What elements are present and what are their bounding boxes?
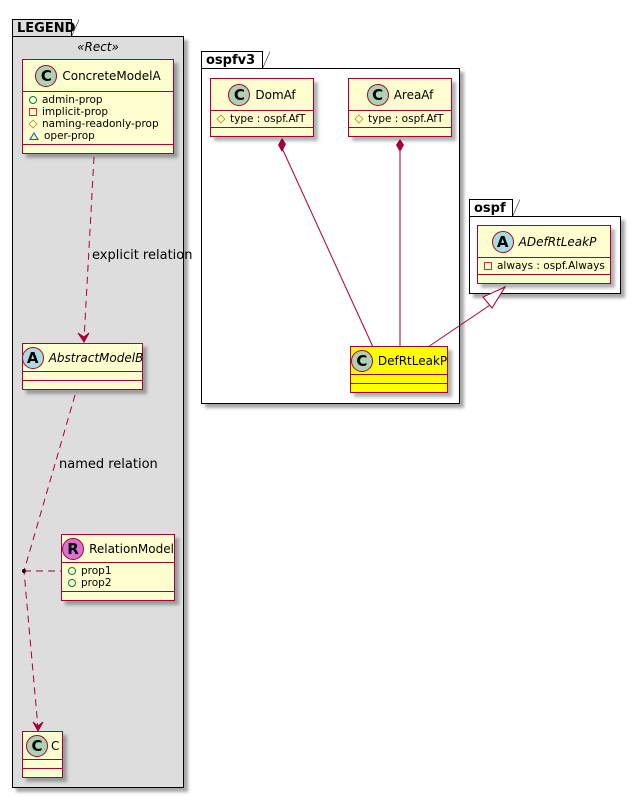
generalization-triangle: [482, 285, 507, 309]
class-badge-icon: C: [228, 83, 251, 106]
class-name: DomAf: [255, 87, 296, 102]
generalization-line: [427, 302, 494, 348]
class-relation-model[interactable]: R RelationModel prop1 prop2: [61, 534, 175, 601]
class-methods: [62, 592, 174, 600]
class-attributes: prop1 prop2: [62, 563, 174, 592]
area-composition-diamond: [396, 139, 404, 152]
abstract-badge-icon: A: [21, 346, 44, 369]
class-name: C: [51, 738, 60, 753]
class-header: A ADefRtLeakP: [478, 226, 610, 258]
class-name: AreaAf: [393, 87, 434, 102]
attribute-row: prop2: [68, 577, 168, 589]
attribute-name: implicit-prop: [42, 106, 109, 118]
package-visibility-icon: [29, 132, 39, 140]
class-header: C DefRtLeakP: [350, 347, 448, 375]
legend-stereotype: «Rect»: [77, 40, 119, 54]
class-attributes: [351, 375, 447, 384]
class-area-af[interactable]: C AreaAf type : ospf.AfT: [348, 78, 452, 137]
class-concrete-model-a[interactable]: C ConcreteModelA admin-prop implicit-pro…: [22, 59, 174, 154]
ospf-package-tab: ospf: [469, 199, 520, 217]
class-attributes: [23, 372, 142, 381]
legend-package: [12, 36, 184, 788]
attribute-name: type : ospf.AfT: [230, 113, 306, 125]
class-header: R RelationModel: [62, 535, 174, 563]
class-badge-icon: C: [366, 83, 389, 106]
attribute-row: implicit-prop: [29, 106, 167, 118]
private-visibility-icon: [29, 108, 37, 116]
class-badge-icon: C: [35, 64, 58, 87]
named-relation-arrowhead: [32, 721, 44, 733]
class-c[interactable]: C C: [22, 731, 63, 778]
attribute-name: type : ospf.AfT: [368, 113, 444, 125]
class-name: RelationModel: [89, 541, 174, 556]
class-methods: [478, 275, 610, 283]
protected-visibility-icon: [354, 114, 364, 124]
class-badge-icon: C: [350, 349, 373, 372]
legend-package-tab: LEGEND: [12, 19, 79, 37]
class-methods: [23, 145, 173, 153]
explicit-relation-arrowhead: [77, 332, 90, 343]
attribute-name: admin-prop: [42, 94, 103, 106]
named-relation-label: named relation: [59, 457, 158, 472]
class-methods: [23, 381, 142, 389]
attribute-row: type : ospf.AfT: [216, 113, 307, 125]
class-header: A AbstractModelB: [21, 344, 144, 372]
explicit-relation-line: [83, 156, 95, 341]
class-methods: [349, 128, 451, 136]
class-header: C C: [23, 732, 62, 760]
class-methods: [351, 384, 447, 392]
public-visibility-icon: [68, 567, 76, 575]
class-abstract-model-b[interactable]: A AbstractModelB: [21, 343, 144, 390]
class-dom-af[interactable]: C DomAf type : ospf.AfT: [210, 78, 314, 137]
class-methods: [211, 128, 313, 136]
class-attributes: always : ospf.Always: [478, 258, 610, 275]
attribute-name: prop1: [81, 565, 112, 577]
private-visibility-icon: [484, 262, 492, 270]
class-header: C DomAf: [211, 79, 313, 111]
class-attributes: [23, 760, 62, 769]
class-header: C AreaAf: [349, 79, 451, 111]
attribute-row: type : ospf.AfT: [354, 113, 445, 125]
attribute-name: naming-readonly-prop: [42, 118, 159, 130]
class-name: AbstractModelB: [48, 350, 144, 365]
class-attributes: type : ospf.AfT: [211, 111, 313, 128]
abstract-badge-icon: A: [491, 230, 514, 253]
class-methods: [23, 769, 62, 777]
attribute-row: always : ospf.Always: [484, 260, 605, 272]
attribute-row: admin-prop: [29, 94, 167, 106]
class-name: ConcreteModelA: [62, 68, 161, 83]
attribute-name: prop2: [81, 577, 112, 589]
class-header: C ConcreteModelA: [23, 60, 173, 92]
class-attributes: admin-prop implicit-prop naming-readonly…: [23, 92, 173, 145]
attribute-row: oper-prop: [29, 130, 167, 142]
class-name: DefRtLeakP: [377, 353, 448, 368]
class-a-def-rt-leak-p[interactable]: A ADefRtLeakP always : ospf.Always: [477, 225, 611, 284]
relation-badge-icon: R: [62, 537, 85, 560]
ospfv3-package-tab: ospfv3: [201, 51, 270, 69]
attribute-name: oper-prop: [44, 130, 95, 142]
class-attributes: type : ospf.AfT: [349, 111, 451, 128]
dom-composition-line: [281, 147, 374, 348]
public-visibility-icon: [68, 579, 76, 587]
class-badge-icon: C: [26, 734, 48, 757]
dom-composition-diamond: [278, 138, 286, 152]
protected-visibility-icon: [216, 114, 226, 124]
class-name: ADefRtLeakP: [518, 234, 597, 249]
explicit-relation-label: explicit relation: [92, 248, 193, 263]
protected-visibility-icon: [28, 119, 38, 129]
attribute-row: naming-readonly-prop: [28, 118, 167, 130]
attribute-row: prop1: [68, 565, 168, 577]
attribute-name: always : ospf.Always: [497, 260, 605, 272]
class-def-rt-leak-p[interactable]: C DefRtLeakP: [350, 346, 448, 393]
public-visibility-icon: [29, 96, 37, 104]
